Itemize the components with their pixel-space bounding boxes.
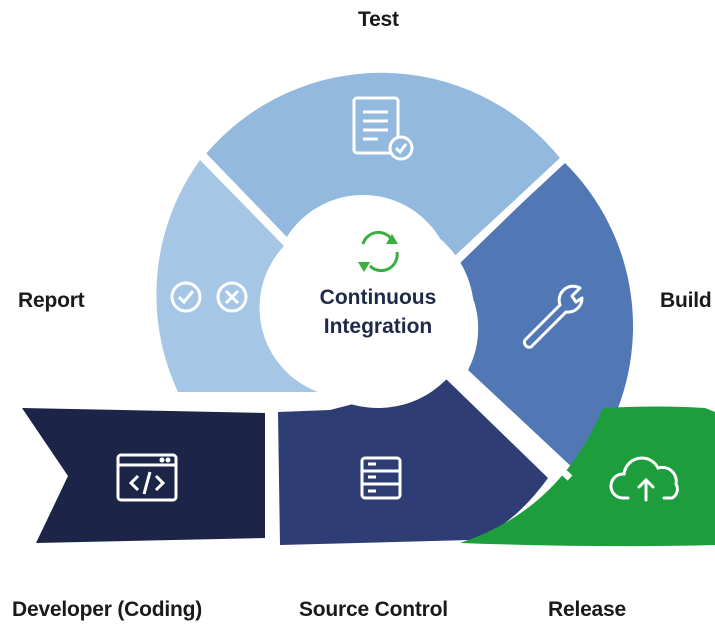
report-segment bbox=[156, 160, 318, 392]
cloud-upload-icon bbox=[609, 456, 679, 502]
build-segment bbox=[455, 162, 634, 470]
segment-dividers bbox=[200, 152, 573, 548]
center-title: Continuous Integration bbox=[288, 283, 468, 341]
check-cross-icon bbox=[170, 281, 248, 313]
test-segment bbox=[205, 72, 560, 262]
center-title-line2: Integration bbox=[323, 315, 433, 338]
source-control-segment bbox=[278, 378, 548, 545]
test-label: Test bbox=[358, 8, 399, 31]
server-icon bbox=[360, 456, 402, 500]
source-control-label: Source Control bbox=[299, 598, 448, 621]
developer-ribbon bbox=[22, 408, 265, 543]
document-check-icon bbox=[352, 96, 414, 161]
release-label: Release bbox=[548, 598, 626, 621]
code-window-icon bbox=[116, 453, 178, 502]
refresh-cycle-icon bbox=[358, 230, 399, 273]
developer-label: Developer (Coding) bbox=[12, 598, 203, 621]
center-title-line1: Continuous bbox=[319, 286, 437, 309]
report-label: Report bbox=[18, 289, 85, 312]
build-label: Build bbox=[660, 289, 712, 312]
release-ribbon bbox=[460, 406, 715, 547]
center-hub bbox=[282, 216, 474, 408]
wrench-icon bbox=[523, 284, 584, 349]
